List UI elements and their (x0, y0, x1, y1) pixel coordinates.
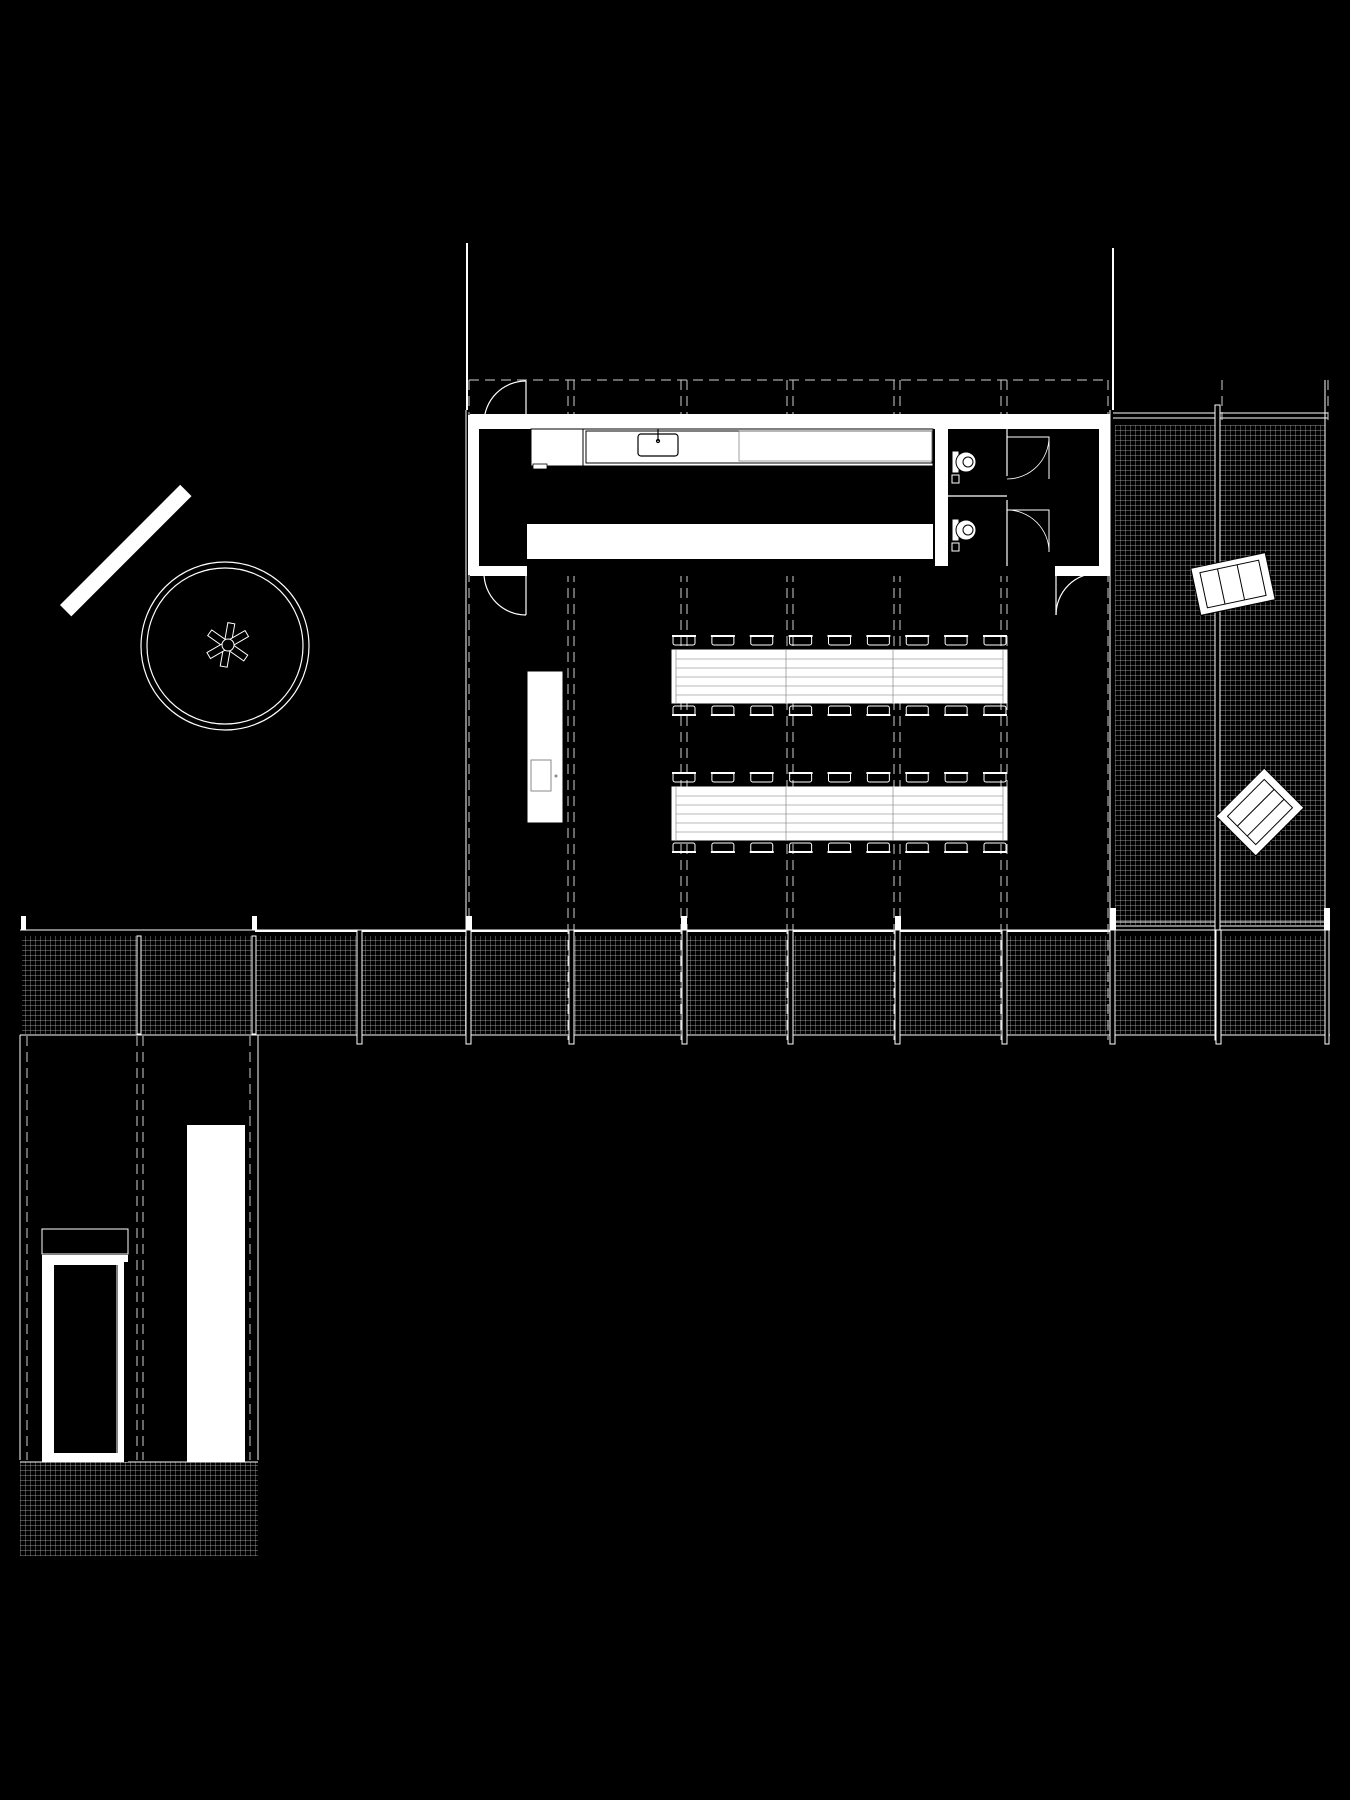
chair-icon (983, 842, 1007, 853)
service-counter (526, 670, 564, 824)
restroom-door-icon (1006, 436, 1050, 553)
chair-icon (788, 772, 813, 783)
column-block (187, 1125, 245, 1462)
sink-icon (637, 429, 679, 457)
chair-icon (749, 635, 774, 646)
firewood-icon (206, 622, 250, 668)
chair-icon (944, 705, 969, 716)
chair-icon (944, 772, 969, 783)
chair-icon (944, 842, 969, 853)
chair-icon (866, 842, 891, 853)
dining-table (671, 649, 1008, 704)
chair-icon (983, 772, 1007, 783)
chair-icon (905, 772, 930, 783)
chair-icon (866, 705, 891, 716)
lounge-chair (1190, 552, 1276, 616)
chair-icon (672, 842, 696, 853)
entry-door-icon (483, 572, 527, 616)
chair-icon (788, 842, 813, 853)
chair-icon (710, 635, 735, 646)
chair-icon (866, 772, 891, 783)
entry-door-icon (483, 380, 527, 424)
toilet-icon (951, 450, 977, 484)
chair-icon (827, 772, 852, 783)
chair-icon (983, 705, 1007, 716)
chair-icon (944, 635, 969, 646)
kitchen-island-counter (527, 524, 933, 559)
walkway-deck (20, 929, 1330, 1036)
chair-icon (827, 635, 852, 646)
chair-icon (710, 842, 735, 853)
side-window (468, 415, 474, 575)
chair-icon (788, 705, 813, 716)
chair-icon (672, 635, 696, 646)
dining-table (671, 786, 1008, 841)
chair-icon (710, 772, 735, 783)
chair-icon (905, 705, 930, 716)
chair-icon (827, 705, 852, 716)
walkway-columns (21, 908, 1330, 1045)
south-deck (20, 1461, 258, 1556)
pavilion (41, 1228, 129, 1462)
chair-icon (749, 705, 774, 716)
chair-icon (672, 705, 696, 716)
chair-icon (983, 635, 1007, 646)
fire-pit (140, 561, 310, 731)
chair-icon (905, 842, 930, 853)
lounge-chair (1215, 767, 1305, 857)
kitchen-counter (530, 428, 934, 470)
chair-icon (866, 635, 891, 646)
chair-icon (788, 635, 813, 646)
chair-icon (710, 705, 735, 716)
chair-icon (749, 842, 774, 853)
chair-icon (905, 635, 930, 646)
outline-lines (19, 243, 1114, 1460)
chair-icon (827, 842, 852, 853)
bench (60, 484, 192, 617)
dining-chairs (672, 635, 1007, 853)
chair-icon (672, 772, 696, 783)
chair-icon (749, 772, 774, 783)
toilet-icon (951, 518, 977, 552)
entry-door-icon (1055, 572, 1099, 616)
